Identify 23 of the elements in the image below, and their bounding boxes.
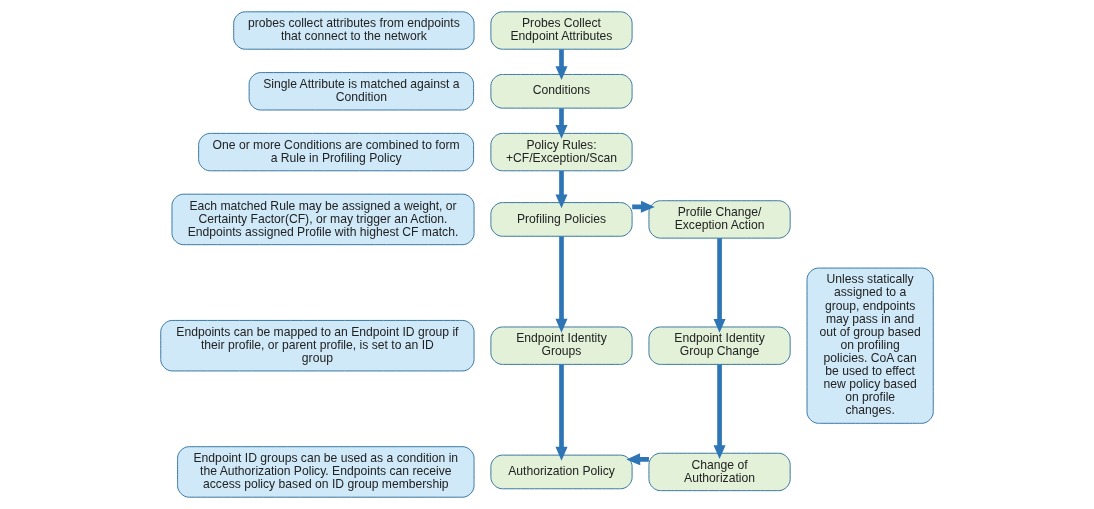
node-box: Policy Rules: +CF/Exception/Scan [490, 132, 633, 172]
arrow [555, 170, 568, 209]
node-box: Endpoint Identity Groups [490, 326, 633, 365]
node-box: Profiling Policies [490, 202, 633, 237]
node-box: One or more Conditions are combined to form a Rule in Profiling Policy [198, 132, 475, 172]
node-box: Endpoints can be mapped to an Endpoint ID group if their profile, or parent profile, is set to an ID group [160, 319, 475, 372]
node-box: Conditions [490, 74, 633, 109]
arrow [713, 364, 726, 460]
node-box: Unless statically assigned to a group, endpoints may pass in and out of group based on profiling policies. CoA can be used to effect new policy based on profile changes. [806, 267, 934, 424]
node-box: Authorization Policy [490, 454, 633, 490]
arrow [555, 236, 568, 333]
node-box: Change of Authorization [648, 452, 791, 492]
node-box: Each matched Rule may be assigned a weight, or Certainty Factor(CF), or may trigger an Action. Endpoints assigned Profile with highest CF match. [171, 193, 475, 246]
node-box: Endpoint ID groups can be used as a condition in the Authorization Policy. Endpoints can receive access policy based on ID group membership [177, 446, 475, 498]
arrow [713, 238, 726, 333]
node-box: Probes Collect Endpoint Attributes [490, 11, 633, 50]
node-box: Single Attribute is matched against a Condition [248, 72, 475, 111]
arrow [555, 364, 568, 461]
arrow [555, 49, 568, 80]
node-box: probes collect attributes from endpoints that connect to the network [233, 11, 475, 50]
arrow [555, 108, 568, 139]
node-box: Endpoint Identity Group Change [648, 326, 791, 365]
node-box: Profile Change/ Exception Action [648, 200, 791, 239]
